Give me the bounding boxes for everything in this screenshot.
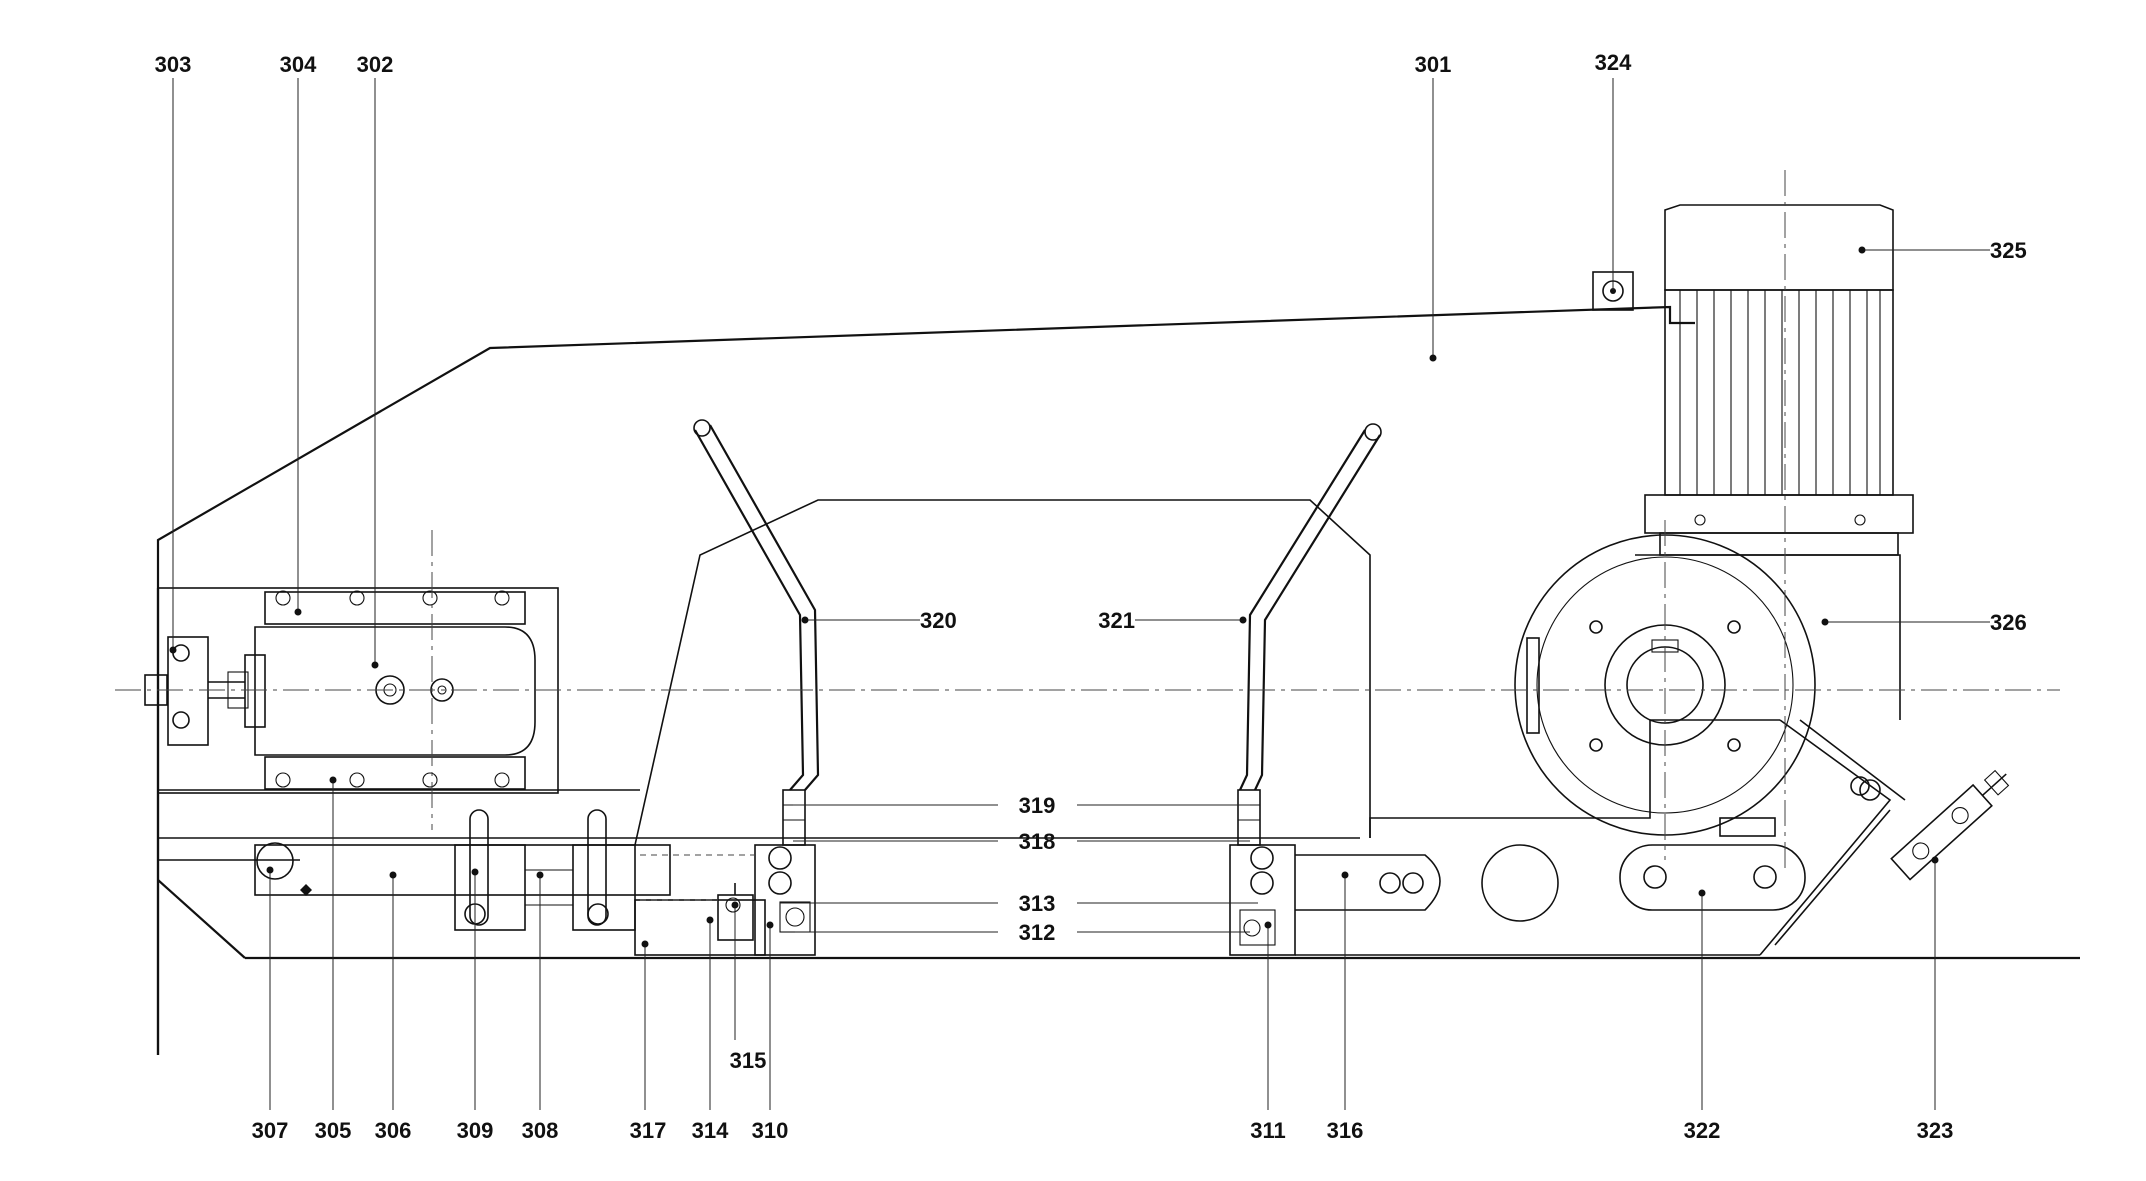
label-315: 315: [730, 1048, 767, 1073]
label-316: 316: [1327, 1118, 1364, 1143]
housing-window: [634, 499, 1371, 846]
label-305: 305: [315, 1118, 352, 1143]
center-lines: [115, 170, 2060, 901]
label-306: 306: [375, 1118, 412, 1143]
gearbox: [1514, 534, 1901, 837]
leader-lines: [169, 78, 1990, 1110]
label-309: 309: [457, 1118, 494, 1143]
main-housing: [156, 305, 2080, 1055]
right-frame-arm: [1295, 719, 1806, 956]
label-314: 314: [692, 1118, 729, 1143]
label-321: 321: [1098, 608, 1135, 633]
label-311: 311: [1250, 1118, 1286, 1143]
tensioner-assembly: [1759, 719, 2010, 956]
label-325: 325: [1990, 238, 2027, 263]
left-handle: [693, 419, 820, 846]
label-302: 302: [357, 52, 394, 77]
label-319: 319: [1019, 793, 1056, 818]
label-308: 308: [522, 1118, 559, 1143]
label-323: 323: [1917, 1118, 1954, 1143]
right-handle: [1237, 423, 1382, 846]
label-304: 304: [280, 52, 317, 77]
label-310: 310: [752, 1118, 789, 1143]
label-322: 322: [1684, 1118, 1721, 1143]
part-labels: 303 304 302 301 324 325 326 320 321 319 …: [155, 50, 2027, 1143]
label-313: 313: [1019, 891, 1056, 916]
label-318: 318: [1019, 829, 1056, 854]
label-301: 301: [1415, 52, 1452, 77]
slide-rail: [254, 809, 671, 931]
label-303: 303: [155, 52, 192, 77]
electric-motor: [1644, 204, 1914, 556]
right-roller-holder: [1229, 844, 1441, 956]
label-312: 312: [1019, 920, 1056, 945]
label-317: 317: [630, 1118, 667, 1143]
label-326: 326: [1990, 610, 2027, 635]
label-324: 324: [1595, 50, 1632, 75]
label-307: 307: [252, 1118, 289, 1143]
label-320: 320: [920, 608, 957, 633]
